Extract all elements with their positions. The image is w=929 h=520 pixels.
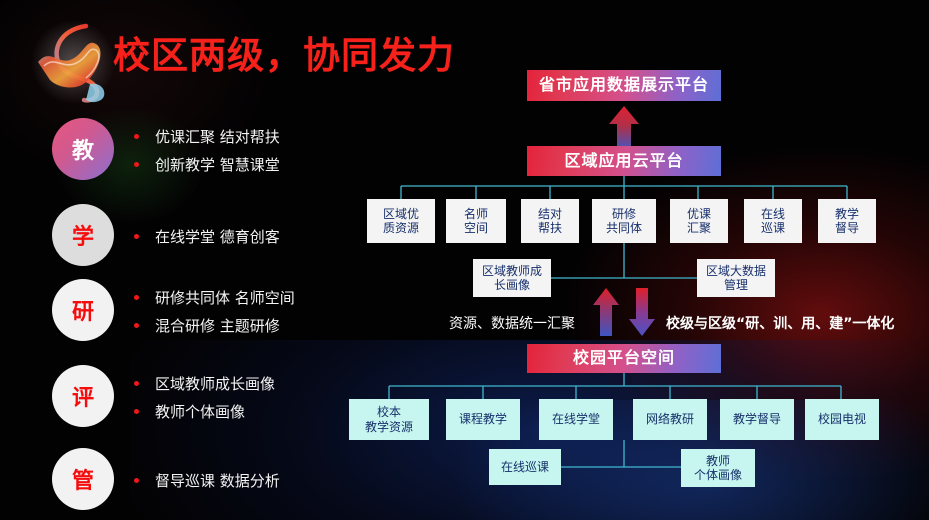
pillar-line: 在线学堂 德育创客 xyxy=(134,222,280,250)
bullet-icon xyxy=(134,133,139,139)
node-regional-child-0[interactable]: 区域优质资源 xyxy=(367,199,435,243)
node-campus-child-4[interactable]: 教学督导 xyxy=(720,399,794,440)
pillar-line-text: 混合研修 主题研修 xyxy=(155,316,280,335)
bullet-icon xyxy=(134,294,139,300)
node-label: 教学督导 xyxy=(732,412,781,427)
node-campus-child-0[interactable]: 校本教学资源 xyxy=(349,399,429,440)
bullet-icon xyxy=(134,408,139,414)
node-regional-bigdata[interactable]: 区域大数据管理 xyxy=(697,259,775,297)
node-campus-platform[interactable]: 校园平台空间 xyxy=(527,344,721,373)
node-label: 研修共同体 xyxy=(605,206,642,235)
pillar-line: 创新教学 智慧课堂 xyxy=(134,150,280,178)
node-regional-child-1[interactable]: 名师空间 xyxy=(446,199,506,243)
node-label: 网络教研 xyxy=(645,412,694,427)
node-campus-child-3[interactable]: 网络教研 xyxy=(633,399,707,440)
page-title: 校区两级，协同发力 xyxy=(113,34,455,77)
pillar-badge-jiao: 教 xyxy=(52,118,114,180)
pillar-badge-yan: 研 xyxy=(52,279,114,341)
node-label: 名师空间 xyxy=(463,206,488,235)
node-label: 区域大数据管理 xyxy=(705,263,766,292)
arrow-up-icon xyxy=(593,288,619,336)
node-label: 教师个体画像 xyxy=(693,453,742,482)
bullet-icon xyxy=(134,380,139,386)
pillar-line: 混合研修 主题研修 xyxy=(134,311,295,339)
node-label: 优课汇聚 xyxy=(686,206,711,235)
pillar-line: 教师个体画像 xyxy=(134,397,275,425)
pillar-line: 研修共同体 名师空间 xyxy=(134,283,295,311)
node-label: 校本教学资源 xyxy=(364,405,413,434)
node-regional-child-4[interactable]: 优课汇聚 xyxy=(670,199,728,243)
pillar-line-text: 优课汇聚 结对帮扶 xyxy=(155,127,280,146)
node-regional-platform-label: 区域应用云平台 xyxy=(564,150,684,170)
node-regional-platform[interactable]: 区域应用云平台 xyxy=(527,146,721,176)
node-label: 区域优质资源 xyxy=(382,206,419,235)
pillar-line-text: 督导巡课 数据分析 xyxy=(155,471,280,490)
node-label: 区域教师成长画像 xyxy=(481,263,542,292)
node-label: 校园电视 xyxy=(817,412,866,427)
arrow-up-icon-to-top xyxy=(609,106,639,150)
node-regional-child-5[interactable]: 在线巡课 xyxy=(744,199,802,243)
node-campus-platform-label: 校园平台空间 xyxy=(572,348,675,368)
node-label: 在线学堂 xyxy=(551,412,600,427)
pillar-line-text: 创新教学 智慧课堂 xyxy=(155,155,280,174)
node-campus-child2-0[interactable]: 在线巡课 xyxy=(489,449,561,485)
node-top-platform-label: 省市应用数据展示平台 xyxy=(538,75,709,95)
pillar-line-text: 在线学堂 德育创客 xyxy=(155,227,280,246)
arrow-down-icon xyxy=(629,288,655,336)
caption-left: 资源、数据统一汇聚 xyxy=(449,316,575,332)
node-top-platform[interactable]: 省市应用数据展示平台 xyxy=(527,70,721,101)
node-regional-child-3[interactable]: 研修共同体 xyxy=(592,199,656,243)
node-campus-child-5[interactable]: 校园电视 xyxy=(805,399,879,440)
node-label: 课程教学 xyxy=(458,412,507,427)
pillar-line: 优课汇聚 结对帮扶 xyxy=(134,122,280,150)
node-teacher-growth-portrait[interactable]: 区域教师成长画像 xyxy=(473,259,551,297)
ribbon-swirl-logo-icon xyxy=(31,20,115,104)
node-label: 在线巡课 xyxy=(500,459,549,474)
bullet-icon xyxy=(134,233,139,239)
pillar-line-text: 教师个体画像 xyxy=(155,402,246,421)
pillar-line-text: 区域教师成长画像 xyxy=(155,374,276,393)
node-campus-child-2[interactable]: 在线学堂 xyxy=(539,399,613,440)
pillar-badge-guan: 管 xyxy=(52,448,114,510)
node-label: 在线巡课 xyxy=(760,206,785,235)
bullet-icon xyxy=(134,322,139,328)
pillar-line: 区域教师成长画像 xyxy=(134,369,275,397)
caption-right: 校级与区级“研、训、用、建”一体化 xyxy=(666,316,895,332)
node-campus-child-1[interactable]: 课程教学 xyxy=(446,399,520,440)
pillar-line-text: 研修共同体 名师空间 xyxy=(155,288,295,307)
node-regional-child-6[interactable]: 教学督导 xyxy=(818,199,876,243)
node-regional-child-2[interactable]: 结对帮扶 xyxy=(521,199,579,243)
pillar-line: 督导巡课 数据分析 xyxy=(134,466,280,494)
bullet-icon xyxy=(134,161,139,167)
bullet-icon xyxy=(134,477,139,483)
node-label: 结对帮扶 xyxy=(537,206,562,235)
pillar-badge-xue: 学 xyxy=(52,204,114,266)
node-label: 教学督导 xyxy=(834,206,859,235)
node-campus-child2-1[interactable]: 教师个体画像 xyxy=(681,449,755,487)
pillar-badge-ping: 评 xyxy=(52,365,114,427)
